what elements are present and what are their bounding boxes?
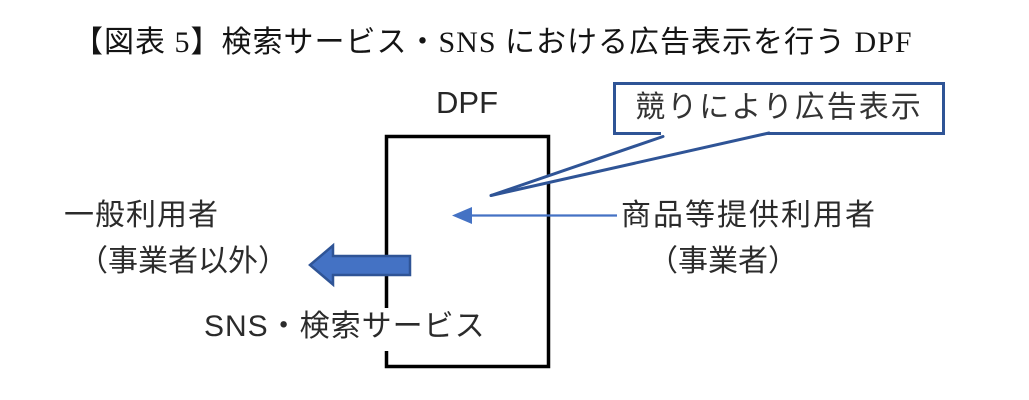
callout-text: 競りにより広告表示 [635, 91, 923, 125]
provider-user-qualifier: （事業者） [648, 245, 798, 278]
general-user-qualifier: （事業者以外） [78, 245, 288, 278]
figure-title: 【図表 5】検索サービス・SNS における広告表示を行う DPF [73, 26, 913, 59]
dpf-box [384, 134, 551, 369]
callout-tail-upper-line [489, 131, 771, 197]
provider-user-label: 商品等提供利用者 [621, 199, 877, 232]
provider-to-dpf-arrowhead-icon [452, 207, 472, 224]
dpf-to-user-arrow-icon [308, 242, 412, 288]
general-user-label: 一般利用者 [64, 199, 219, 232]
callout-bubble [613, 82, 945, 135]
callout-tail-lower-line [489, 135, 665, 197]
sns-search-service-label: SNS・検索サービス [196, 308, 494, 351]
dpf-label: DPF [436, 85, 498, 120]
